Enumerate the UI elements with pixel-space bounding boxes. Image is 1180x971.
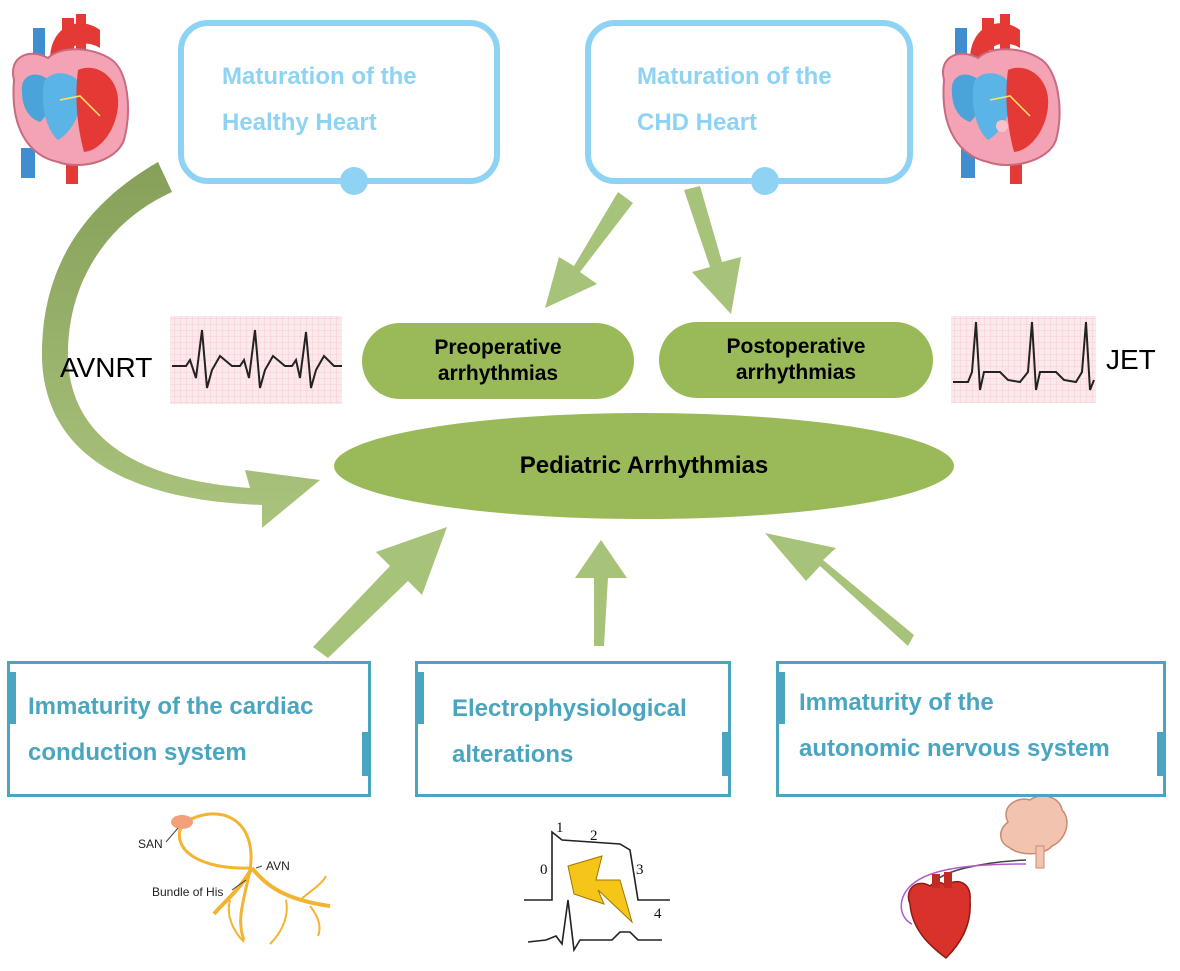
curved-arrow [41, 162, 320, 528]
pediatric-arrhythmias-ellipse: Pediatric Arrhythmias [334, 413, 954, 519]
autonomic-nervous-system-box: Immaturity of the autonomic nervous syst… [776, 661, 1166, 797]
postoperative-pill: Postoperative arrhythmias [659, 322, 933, 398]
conduction-system-figure: SAN AVN Bundle of His [138, 812, 331, 945]
conduction-system-title: Immaturity of the cardiac conduction sys… [28, 693, 314, 766]
arrow-electro-to-center [575, 540, 627, 646]
arrow-chd-to-postop [684, 186, 741, 314]
arrow-autonomic-to-center [765, 533, 914, 646]
healthy-heart-box: Maturation of the Healthy Heart [178, 20, 500, 195]
jet-ecg-strip [951, 316, 1096, 403]
ap-phase-3: 3 [636, 862, 644, 878]
conduction-system-box: Immaturity of the cardiac conduction sys… [7, 661, 371, 797]
ap-phase-0: 0 [540, 862, 548, 878]
preoperative-pill: Preoperative arrhythmias [362, 323, 634, 399]
ap-phase-2: 2 [590, 828, 598, 844]
jet-label: JET [1106, 344, 1156, 375]
avnrt-label: AVNRT [60, 352, 153, 383]
autonomic-nervous-system-title: Immaturity of the autonomic nervous syst… [799, 689, 1110, 762]
chd-heart-icon [942, 14, 1061, 184]
avnrt-ecg-strip [170, 316, 342, 404]
brain-icon [1000, 795, 1068, 855]
brain-heart-figure [900, 795, 1068, 959]
arrow-conduction-to-center [313, 527, 447, 658]
healthy-heart-icon [12, 14, 129, 184]
arrow-chd-to-preop [545, 192, 633, 308]
healthy-heart-title: Maturation of the Healthy Heart [222, 63, 417, 136]
san-label: SAN [138, 837, 163, 851]
electrophysiological-box: Electrophysiological alterations [415, 661, 731, 797]
chd-heart-box: Maturation of the CHD Heart [585, 20, 913, 195]
action-potential-figure: 0 1 2 3 4 [524, 820, 670, 953]
pediatric-arrhythmias-label: Pediatric Arrhythmias [519, 452, 769, 479]
ap-phase-4: 4 [654, 906, 662, 922]
bundle-of-his-label: Bundle of His [152, 885, 223, 899]
ap-phase-1: 1 [556, 820, 564, 836]
heart-icon [907, 880, 971, 959]
electrophysiological-title: Electrophysiological alterations [452, 695, 687, 768]
chd-heart-title: Maturation of the CHD Heart [637, 63, 832, 136]
avn-label: AVN [266, 859, 290, 873]
